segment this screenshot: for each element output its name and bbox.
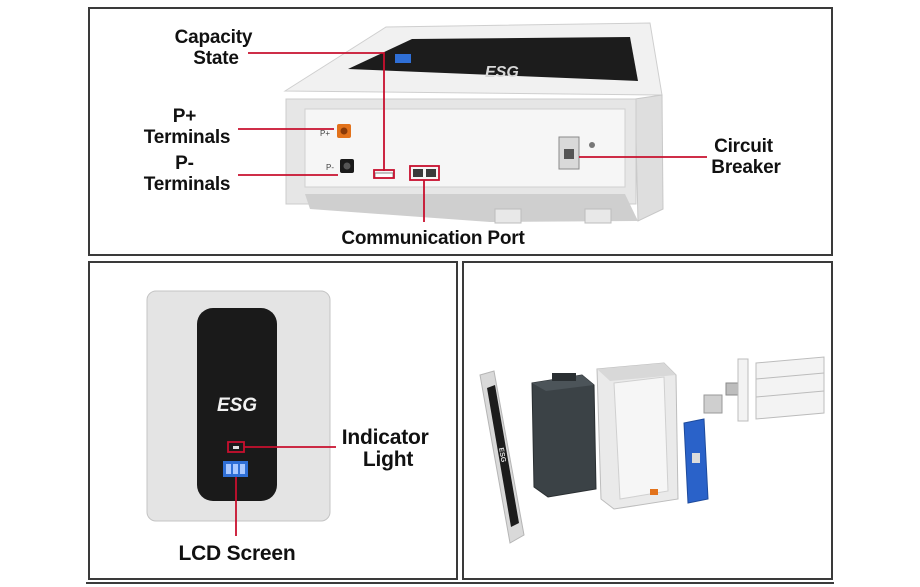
front-view-panel: ESG Indicator Light LCD Screen bbox=[88, 261, 458, 580]
comm-port-2 bbox=[426, 169, 436, 177]
exploded-wall-bracket bbox=[737, 356, 825, 422]
label-lcd-screen: LCD Screen bbox=[178, 542, 295, 565]
lcd-digit-2 bbox=[233, 464, 238, 474]
battery-right-face bbox=[634, 94, 664, 222]
label-communication-port: Communication Port bbox=[341, 228, 525, 249]
exploded-connector-part bbox=[725, 382, 739, 396]
exploded-breaker-part bbox=[703, 394, 723, 414]
p-minus-mark: P- bbox=[326, 163, 334, 172]
label-capacity-state: Capacity State bbox=[175, 27, 258, 69]
leader-capacity-state bbox=[248, 52, 385, 171]
exploded-battery-module bbox=[531, 374, 597, 498]
battery-base bbox=[305, 194, 638, 222]
comm-port-1 bbox=[413, 169, 423, 177]
exploded-housing-top bbox=[597, 363, 676, 381]
p-minus-terminal-center bbox=[343, 162, 351, 170]
exploded-housing-terminal bbox=[650, 489, 658, 495]
front-logo: ESG bbox=[217, 395, 257, 416]
front-glass-panel bbox=[197, 308, 277, 501]
indicator-light bbox=[233, 446, 239, 449]
battery-rear-illustration: ESG P+ P- bbox=[144, 22, 782, 249]
front-leader-lines bbox=[227, 441, 336, 536]
p-plus-terminal-center bbox=[340, 127, 348, 135]
exploded-assembly-illustration: ESG bbox=[479, 356, 825, 544]
exploded-module-top bbox=[532, 375, 594, 391]
exploded-front-glass bbox=[487, 385, 519, 527]
exploded-housing-inner bbox=[613, 376, 669, 500]
top-diagram-panel: ESG P+ P- bbox=[88, 7, 833, 256]
top-display-lcd bbox=[395, 54, 411, 63]
exploded-module-handle bbox=[552, 373, 576, 381]
battery-front-illustration: ESG Indicator Light LCD Screen bbox=[146, 290, 435, 565]
leader-lines bbox=[238, 52, 707, 222]
label-indicator-light: Indicator Light bbox=[342, 426, 435, 471]
capacity-state-highlight bbox=[373, 169, 395, 179]
lcd-digit-1 bbox=[226, 464, 231, 474]
exploded-view-panel: ESG bbox=[462, 261, 833, 580]
breaker-knob bbox=[589, 142, 595, 148]
lcd-digit-3 bbox=[240, 464, 245, 474]
top-logo: ESG bbox=[485, 64, 519, 81]
label-circuit-breaker: Circuit Breaker bbox=[711, 136, 781, 178]
top-display-panel bbox=[348, 37, 638, 81]
exploded-logo: ESG bbox=[497, 447, 507, 463]
battery-foot-right bbox=[584, 208, 612, 224]
battery-foot-left bbox=[494, 208, 522, 224]
label-p-plus-terminals: P+ Terminals bbox=[144, 106, 231, 148]
circuit-breaker-switch bbox=[564, 149, 574, 159]
exploded-bms-component bbox=[692, 453, 700, 463]
label-p-minus-terminals: P- Terminals bbox=[144, 153, 231, 195]
bottom-rule bbox=[86, 582, 834, 584]
p-plus-mark: P+ bbox=[320, 129, 330, 138]
